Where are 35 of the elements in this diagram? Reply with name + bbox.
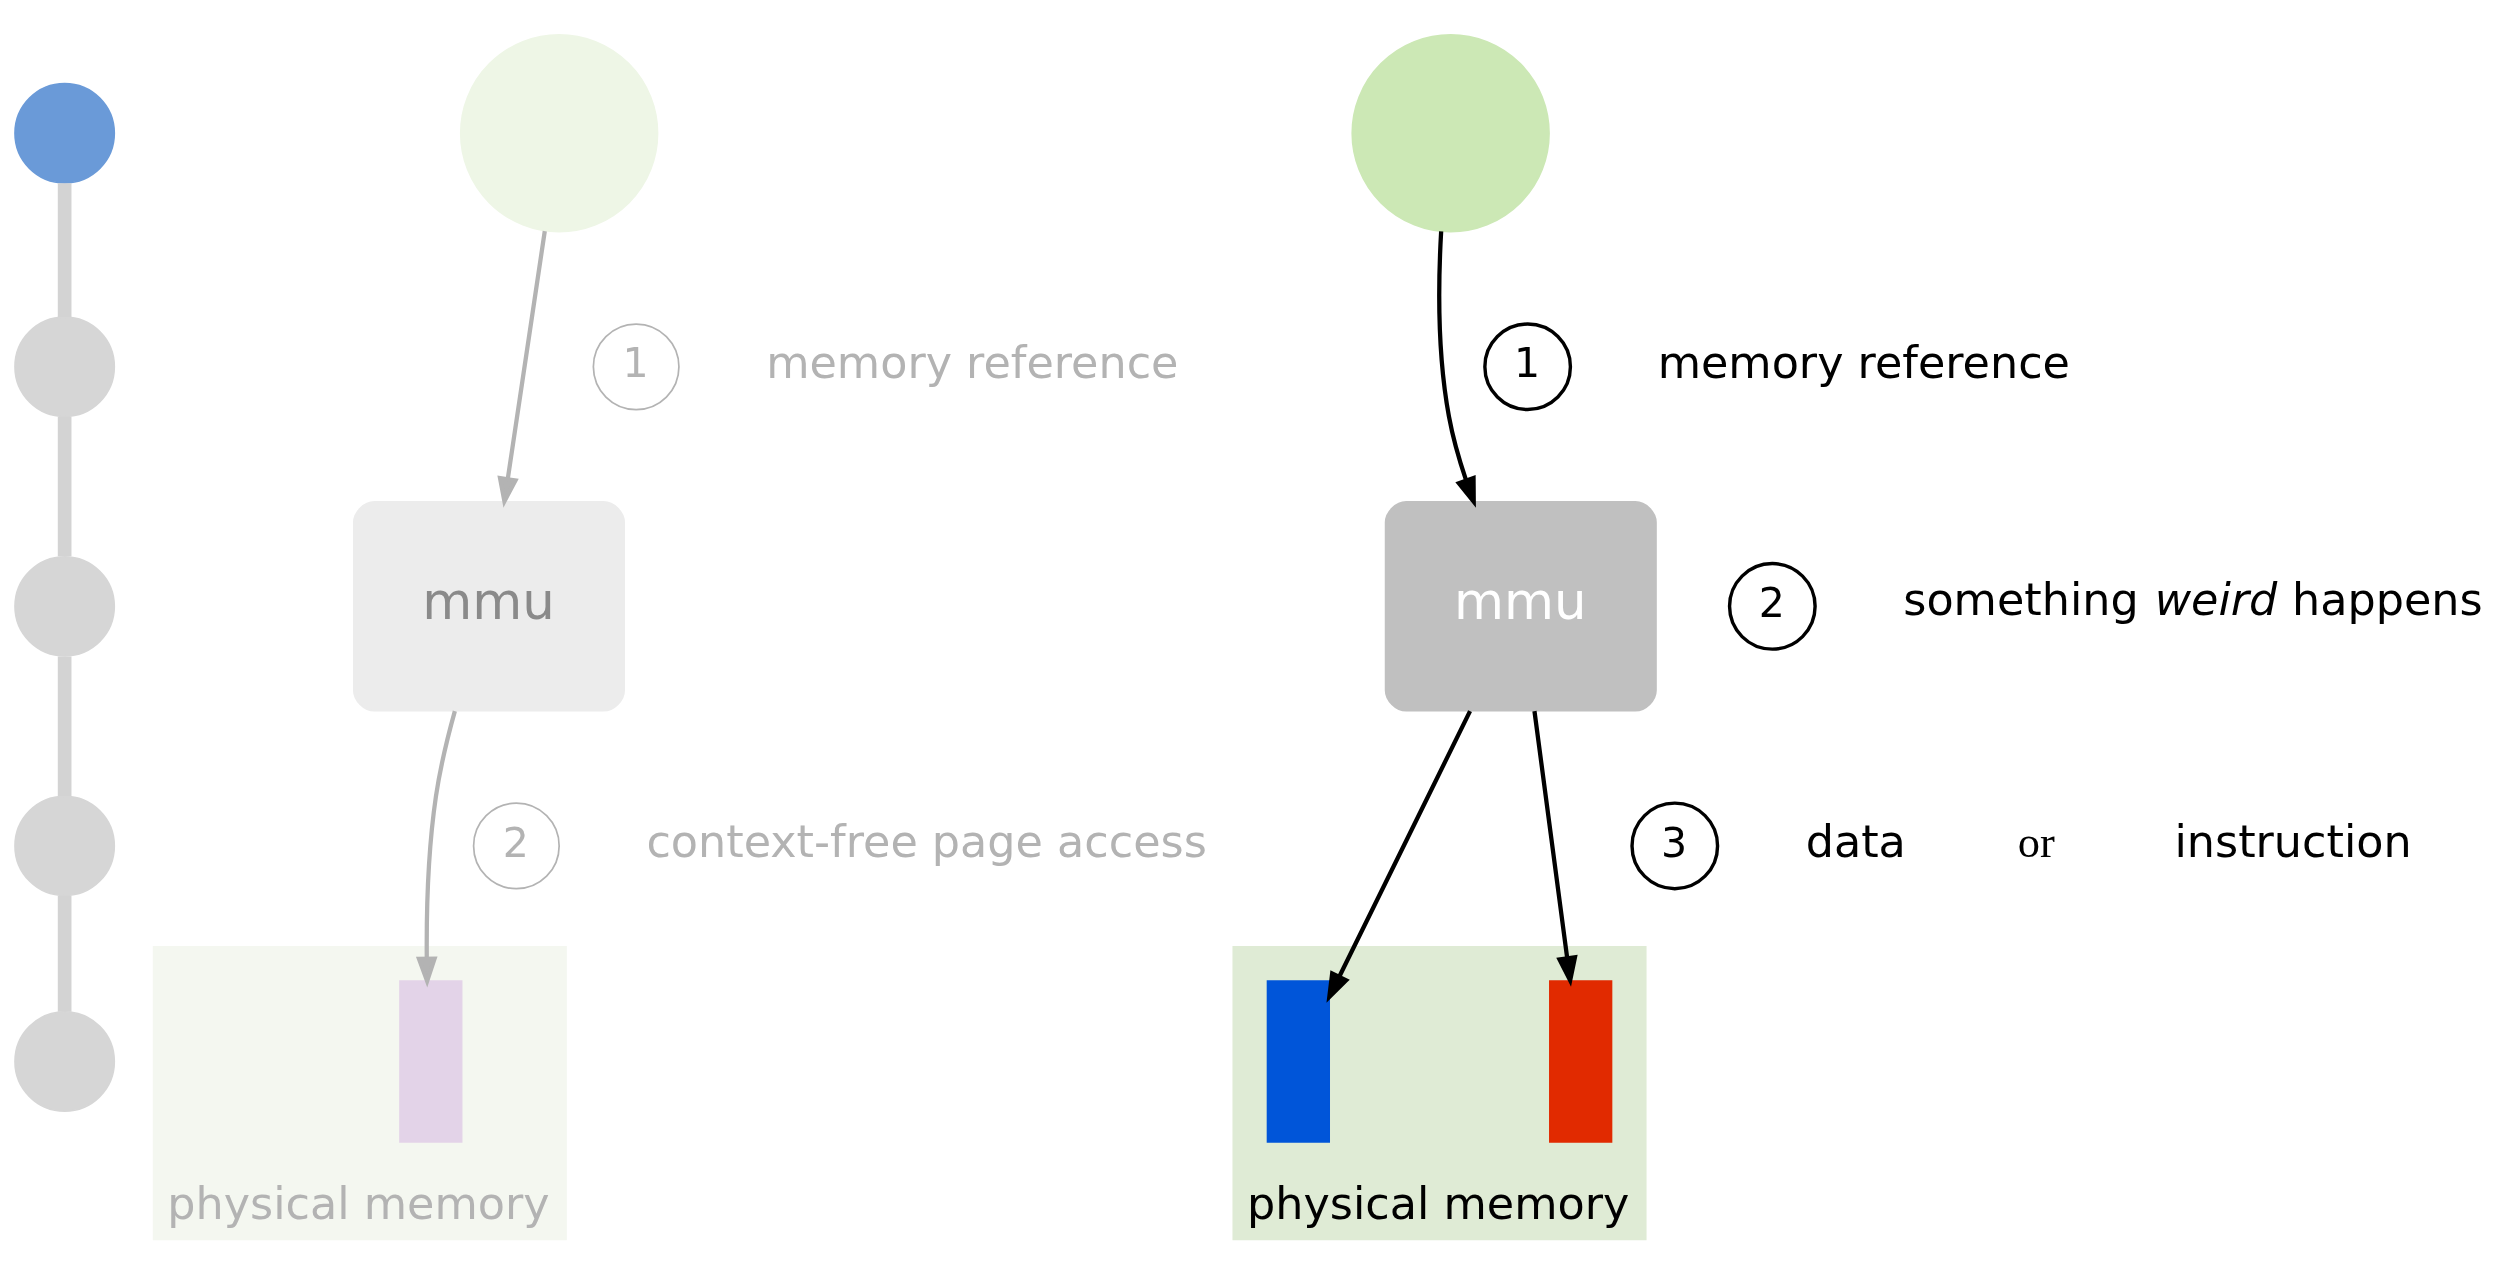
node-box: mmu	[1384, 500, 1657, 712]
node-bar	[399, 979, 463, 1143]
connector	[57, 182, 72, 317]
node-circle	[14, 315, 116, 417]
label: or	[2017, 816, 2055, 867]
node-circle: 1	[592, 322, 680, 410]
node-circle	[14, 555, 116, 657]
arrow	[1437, 230, 1476, 508]
node-circle	[14, 794, 116, 896]
arrow	[497, 230, 547, 508]
node-label: something weird happens	[1903, 573, 2483, 625]
node-label: data	[1805, 815, 1906, 867]
node-label: memory reference	[766, 336, 1179, 388]
node-bar	[1266, 979, 1330, 1143]
node-circle: 1	[1483, 321, 1573, 411]
node-circle	[1351, 33, 1550, 232]
arrow	[415, 710, 457, 987]
node-label: memory reference	[1657, 336, 2070, 388]
node-circle	[14, 82, 116, 184]
cluster: physical memory	[152, 945, 567, 1240]
node-label: context-free page access	[646, 815, 1207, 867]
arrow	[1326, 709, 1472, 1003]
connector	[57, 895, 72, 1012]
node-circle: 3	[1630, 800, 1720, 890]
label: instruction	[2174, 815, 2412, 867]
node-circle	[14, 1010, 116, 1112]
node-bar	[1549, 979, 1613, 1143]
node-circle	[459, 33, 659, 232]
node-circle: 2	[1727, 561, 1817, 651]
cluster: physical memory	[1232, 945, 1647, 1240]
node-circle: 2	[472, 801, 560, 890]
arrow	[1532, 710, 1578, 987]
connector	[57, 416, 72, 556]
node-box: mmu	[352, 500, 626, 712]
connector	[57, 655, 72, 796]
